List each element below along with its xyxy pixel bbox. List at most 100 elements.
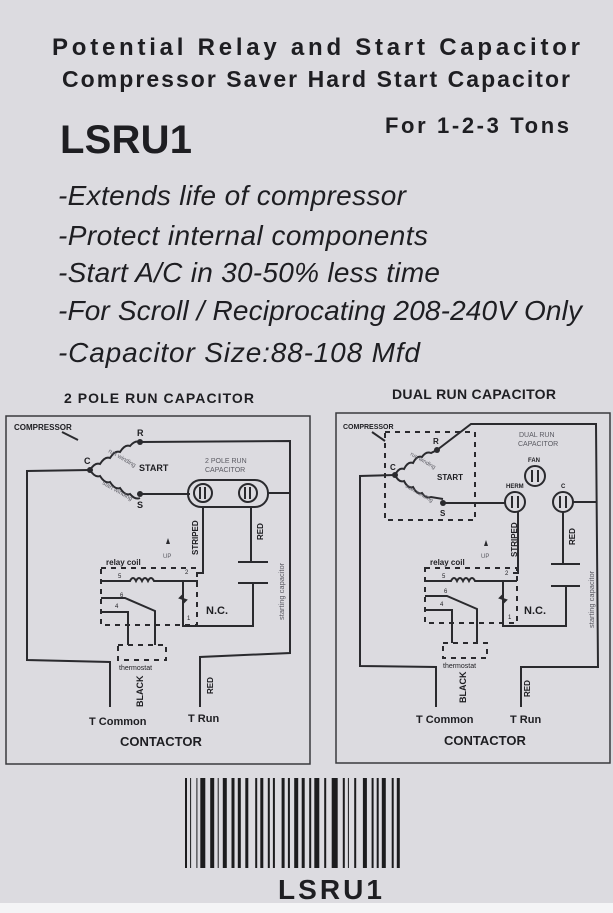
relay-coil [425,577,517,584]
terminal-s: S [440,509,446,518]
feature-item: -Extends life of compressor [58,180,408,211]
pin-6: 6 [120,593,124,599]
run-winding [89,440,141,471]
barcode-bar [260,778,264,868]
barcode-bar [309,778,312,868]
left-wiring-diagram: COMPRESSOR run winding start winding R C… [5,415,311,765]
capacitor-label-2: CAPACITOR [205,467,245,474]
cap-c-label: C [561,484,566,490]
start-label: START [437,473,463,482]
terminal-c: C [84,456,91,466]
terminal-r: R [433,437,439,446]
pin-4: 4 [440,602,444,608]
striped-label: STRIPED [510,522,519,557]
feature-item: -For Scroll / Reciprocating 208-240V Onl… [58,295,584,326]
up-arrow-icon [484,540,488,546]
pin-2: 2 [505,571,509,577]
compressor-label: COMPRESSOR [343,424,394,431]
fan-label: FAN [528,458,540,464]
title-line-2: Compressor Saver Hard Start Capacitor [62,66,570,92]
starting-capacitor-label: starting capacitor [277,562,286,620]
diagram-frame [335,412,611,764]
barcode-bar [190,778,192,868]
pin-5: 5 [118,574,122,580]
tonnage: For 1-2-3 Tons [385,113,569,138]
barcode-bar [301,778,305,868]
barcode-bar [381,778,386,868]
thermostat-label: thermostat [443,663,476,670]
normally-closed-label: N.C. [524,605,546,617]
terminal-r: R [137,428,144,438]
relay-coil [101,577,198,584]
barcode-bar [281,778,285,868]
t-run-label: T Run [510,714,541,726]
pin-6: 6 [444,589,448,595]
relay-coil-label: relay coil [430,558,465,567]
black-label: BLACK [135,675,145,707]
fan-capacitor [524,465,546,487]
feature-list: -Extends life of compressor -Protect int… [58,180,584,368]
pin-5: 5 [442,574,446,580]
t-run-label: T Run [188,713,219,725]
contactor-label: CONTACTOR [444,733,526,748]
barcode-bar [245,778,249,868]
barcode-bar [217,778,219,868]
up-arrow-icon [166,538,170,544]
run-winding [394,449,438,476]
black-label: BLACK [458,671,468,703]
pin-1: 1 [508,615,512,621]
diagram-frame [5,415,311,765]
feature-item: -Start A/C in 30-50% less time [58,257,440,288]
model-number: LSRU1 [60,118,192,162]
label-edge [0,903,613,913]
red-top-label: RED [568,528,577,545]
striped-label: STRIPED [191,520,200,555]
capacitor-label-1: DUAL RUN [519,432,555,439]
pin-4: 4 [115,604,119,610]
barcode-bar [185,778,187,868]
herm-label: HERM [506,484,524,490]
barcode-bar [331,778,338,868]
relay-box [424,567,518,624]
compressor-label: COMPRESSOR [14,423,72,432]
barcode-bar [294,778,299,868]
barcode-bar [255,778,258,868]
red-top-label: RED [256,523,265,540]
barcode-bar [237,778,241,868]
barcode-text: LSRU1 [278,874,382,905]
start-winding [89,469,141,500]
contactor-label: CONTACTOR [120,734,202,749]
barcode-bar [376,778,379,868]
title-line-1: Potential Relay and Start Capacitor [52,34,580,61]
up-label: UP [163,554,171,560]
pin-1: 1 [187,616,191,622]
barcode-bar [272,778,275,868]
barcode-bar [222,778,227,868]
barcode-bar [267,778,270,868]
start-winding [394,474,444,500]
feature-item: -Capacitor Size:88-108 Mfd [58,337,421,368]
red-bottom-label: RED [206,677,215,694]
barcode-bar [196,778,198,868]
relay-box [100,567,198,626]
herm-capacitor [504,491,526,513]
capacitor-label-1: 2 POLE RUN [205,458,247,465]
barcode-bar [210,778,215,868]
pin-2: 2 [185,570,189,576]
barcode [185,778,400,868]
right-diagram-heading: DUAL RUN CAPACITOR [392,386,556,402]
red-bottom-label: RED [523,680,532,697]
feature-item: -Protect internal components [58,220,428,251]
thermostat-label: thermostat [119,665,152,672]
barcode-bar [324,778,327,868]
barcode-bar [231,778,235,868]
barcode-bar [362,778,367,868]
t-common-label: T Common [89,716,147,728]
barcode-bar [200,778,206,868]
thermostat-box [442,642,488,659]
t-common-label: T Common [416,714,474,726]
barcode-bar [396,778,400,868]
start-label: START [139,463,169,473]
capacitor-label-2: CAPACITOR [518,441,558,448]
